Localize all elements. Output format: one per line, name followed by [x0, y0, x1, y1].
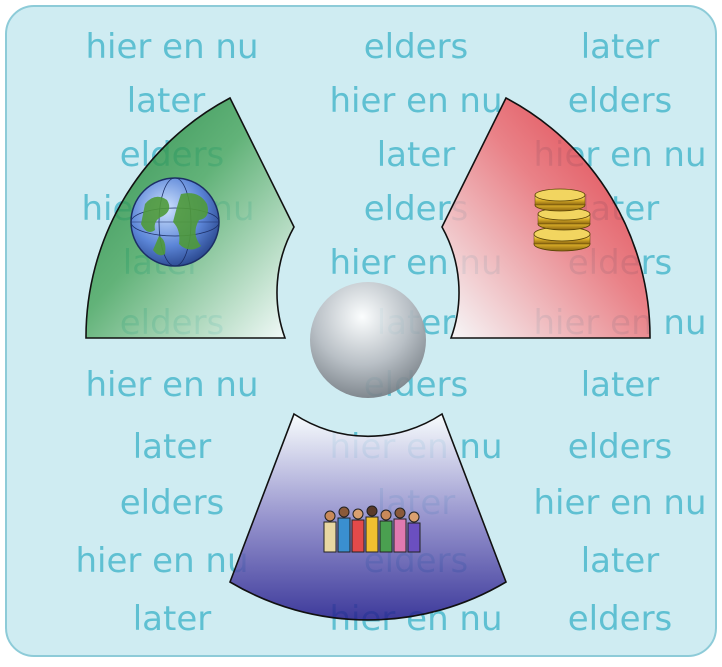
- background-word-later: later: [581, 541, 660, 581]
- background-word-here-now: hier en nu: [85, 365, 258, 405]
- background-word-elsewhere: elders: [364, 27, 469, 67]
- background-word-here-now: hier en nu: [75, 541, 248, 581]
- background-word-here-now: hier en nu: [329, 81, 502, 121]
- coins-icon: [534, 189, 590, 251]
- globe-icon: [131, 178, 219, 266]
- background-word-elsewhere: elders: [568, 599, 673, 639]
- background-word-here-now: hier en nu: [533, 483, 706, 523]
- background-word-later: later: [127, 81, 206, 121]
- background-word-later: later: [581, 365, 660, 405]
- background-word-later: later: [133, 599, 212, 639]
- background-word-elsewhere: elders: [568, 81, 673, 121]
- background-word-later: later: [377, 135, 456, 175]
- background-word-later: later: [581, 27, 660, 67]
- background-word-elsewhere: elders: [120, 483, 225, 523]
- background-word-here-now: hier en nu: [85, 27, 258, 67]
- background-word-elsewhere: elders: [568, 427, 673, 467]
- center-ball: [310, 282, 426, 398]
- background-word-later: later: [133, 427, 212, 467]
